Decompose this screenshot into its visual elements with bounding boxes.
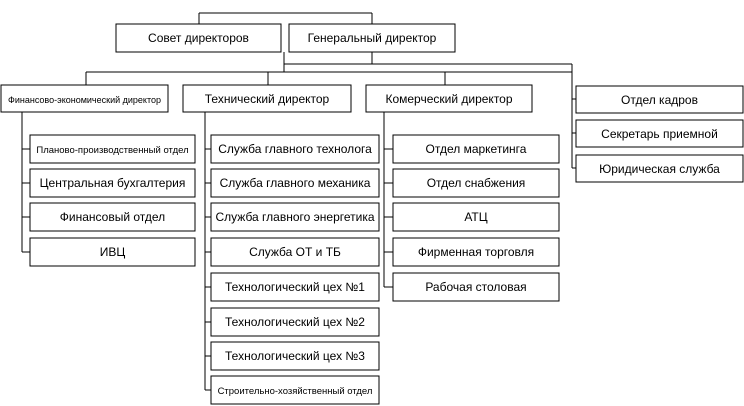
ceo-node: Генеральный директор [288,23,456,53]
technical-unit-label: Технологический цех №3 [225,349,365,363]
commercial-unit-node: Отдел маркетинга [392,134,560,164]
commercial-unit-node: Отдел снабжения [392,168,560,198]
technical-unit-label: Технологический цех №1 [225,280,365,294]
commercial-unit-node: Рабочая столовая [392,272,560,302]
board-node: Совет директоров [115,23,282,53]
ceo-label: Генеральный директор [308,31,437,45]
staff-unit-label: Отдел кадров [621,93,698,107]
technical-unit-label: Служба главного энергетика [215,210,374,224]
technical-unit-node: Технологический цех №3 [210,341,380,371]
commercial-unit-label: АТЦ [464,210,487,224]
staff-unit-label: Секретарь приемной [601,127,718,141]
technical-unit-label: Технологический цех №2 [225,315,365,329]
finance-unit-label: Финансовый отдел [60,210,165,224]
finance-unit-label: Планово-производственный отдел [36,145,188,156]
technical-unit-label: Строительно-хозяйственный отдел [218,386,373,397]
technical-unit-node: Строительно-хозяйственный отдел [210,375,380,405]
connector-lines [21,12,576,391]
technical-unit-node: Служба главного энергетика [210,202,380,232]
technical-unit-node: Служба главного механика [210,168,380,198]
finance-unit-node: Планово-производственный отдел [29,134,196,164]
commercial-unit-node: Фирменная торговля [392,237,560,267]
commercial-unit-label: Отдел снабжения [427,176,526,190]
finance-director-node: Финансово-экономический директор [0,84,169,113]
staff-unit-node: Отдел кадров [575,85,744,114]
finance-unit-node: Финансовый отдел [29,202,196,232]
commercial-unit-node: АТЦ [392,202,560,232]
technical-unit-node: Служба ОТ и ТБ [210,237,380,267]
finance-unit-label: ИВЦ [100,245,126,259]
commercial-unit-label: Рабочая столовая [425,280,526,294]
staff-unit-node: Секретарь приемной [575,119,744,148]
staff-unit-label: Юридическая служба [599,162,720,176]
board-label: Совет директоров [148,31,249,45]
commercial-unit-label: Фирменная торговля [418,245,534,259]
technical-director-label: Технический директор [205,92,330,106]
finance-unit-node: ИВЦ [29,237,196,267]
finance-director-label: Финансово-экономический директор [8,95,161,105]
finance-unit-label: Центральная бухгалтерия [40,176,186,190]
technical-unit-label: Служба главного технолога [218,142,372,156]
finance-unit-node: Центральная бухгалтерия [29,168,196,198]
technical-unit-node: Технологический цех №2 [210,307,380,337]
commercial-director-label: Комерческий директор [385,92,512,106]
commercial-unit-label: Отдел маркетинга [426,142,527,156]
technical-unit-label: Служба главного механика [220,176,371,190]
commercial-director-node: Комерческий директор [365,84,533,113]
technical-unit-node: Служба главного технолога [210,134,380,164]
technical-unit-node: Технологический цех №1 [210,272,380,302]
technical-unit-label: Служба ОТ и ТБ [249,245,341,259]
staff-unit-node: Юридическая служба [575,154,744,183]
technical-director-node: Технический директор [182,84,352,113]
